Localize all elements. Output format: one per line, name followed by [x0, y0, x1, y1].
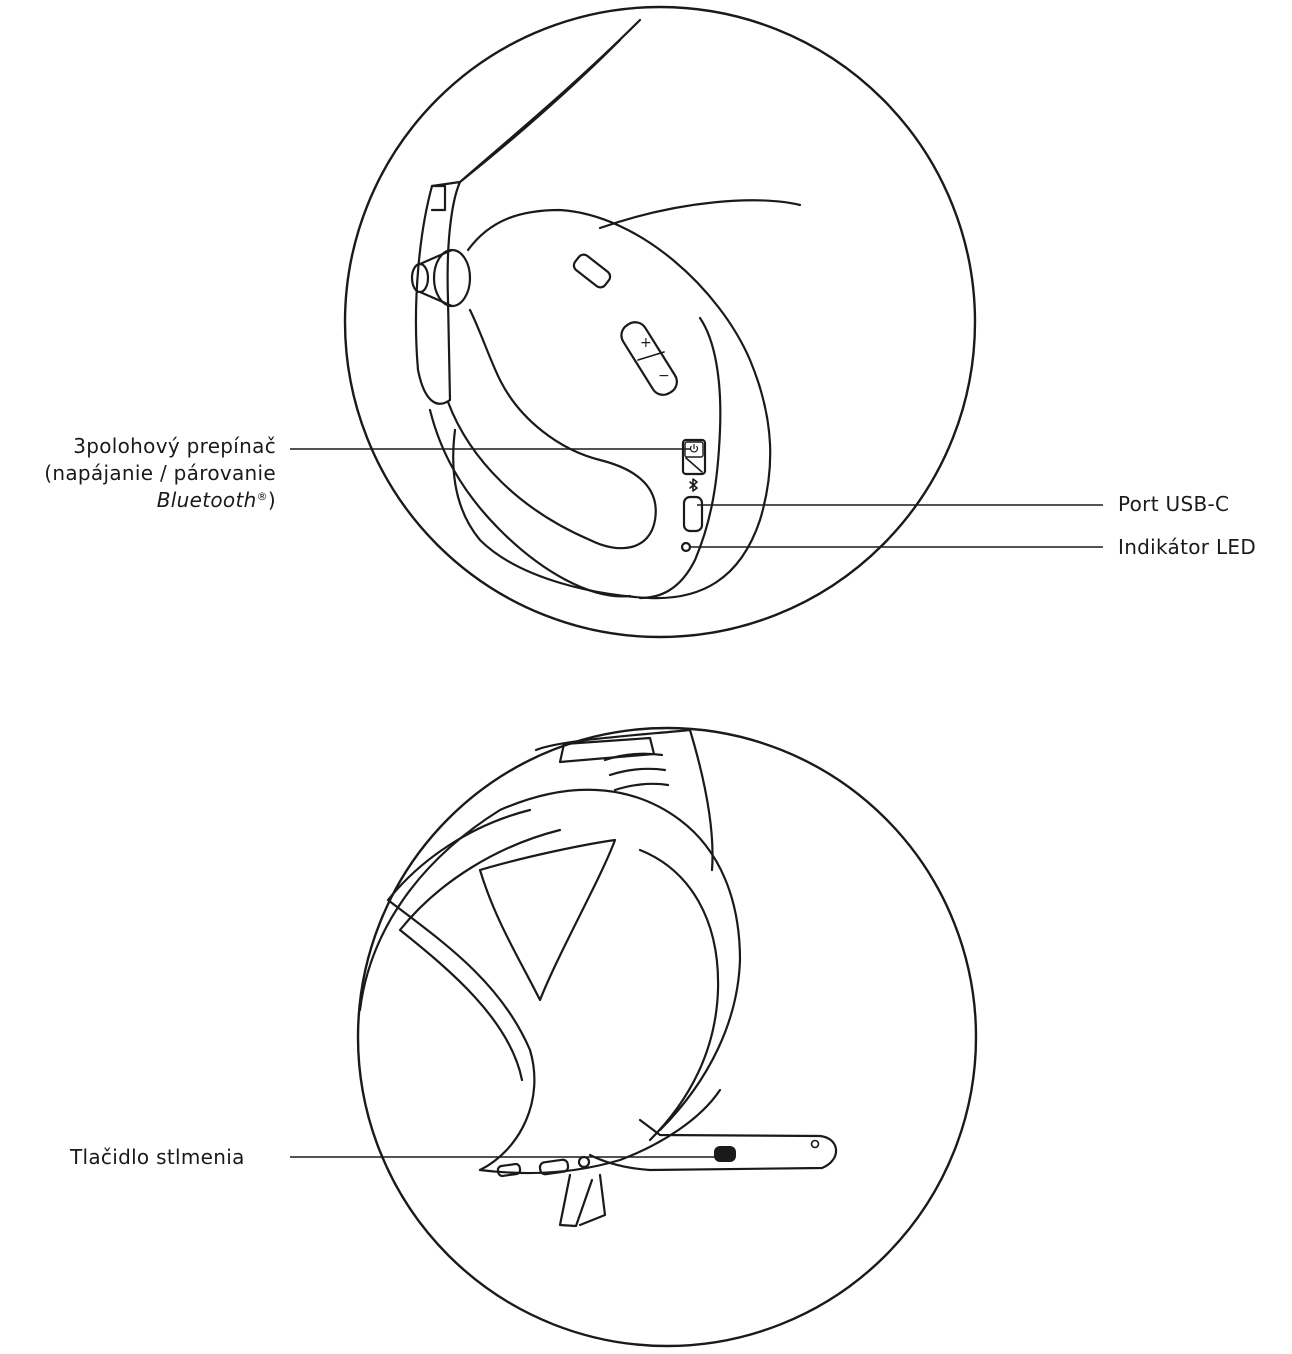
switch-label: 3polohový prepínač (napájanie / párovani… — [44, 433, 276, 514]
power-icon — [689, 444, 699, 453]
switch-label-line3: Bluetooth®) — [44, 487, 276, 514]
top-earcup-side — [638, 316, 722, 600]
bottom-cushion-opening — [478, 838, 617, 1002]
plus-icon: + — [640, 335, 652, 351]
bottom-port-left — [496, 1162, 522, 1178]
bottom-detail-figure — [290, 726, 978, 1348]
bottom-ear-cushion — [386, 808, 562, 1172]
mute-button-label: Tlačidlo stlmenia — [70, 1145, 245, 1169]
top-headband-inner — [430, 184, 447, 212]
boom-mic — [588, 1118, 838, 1172]
usb-port-label: Port USB-C — [1118, 492, 1230, 516]
bottom-earcup-shell — [358, 788, 742, 1132]
top-detail-figure: + − — [290, 5, 1103, 639]
bottom-detail-circle — [356, 726, 978, 1348]
usb-c-port — [682, 495, 704, 533]
bottom-headband — [534, 728, 692, 764]
led-indicator-label: Indikátor LED — [1118, 535, 1257, 559]
top-detail-circle — [343, 5, 977, 639]
registered-mark: ® — [256, 490, 268, 503]
bottom-port-usb — [538, 1158, 570, 1176]
top-ear-cushion — [446, 308, 657, 550]
bottom-earcup-side — [638, 848, 720, 1142]
minus-icon: − — [658, 368, 670, 384]
bluetooth-icon — [689, 478, 698, 492]
mic-pinhole — [810, 1139, 820, 1149]
switch-label-line2: (napájanie / párovanie — [44, 461, 276, 485]
top-multifunction-button — [572, 253, 612, 289]
switch-label-line1: 3polohový prepínač — [73, 434, 276, 458]
three-position-switch — [681, 438, 707, 476]
top-earcup-housing — [452, 208, 772, 600]
bluetooth-trademark-text: Bluetooth — [156, 488, 257, 512]
top-far-headband — [598, 199, 802, 230]
mute-button — [714, 1146, 736, 1162]
top-headband — [414, 18, 642, 405]
volume-rocker — [620, 321, 678, 396]
switch-label-close-paren: ) — [267, 488, 276, 512]
